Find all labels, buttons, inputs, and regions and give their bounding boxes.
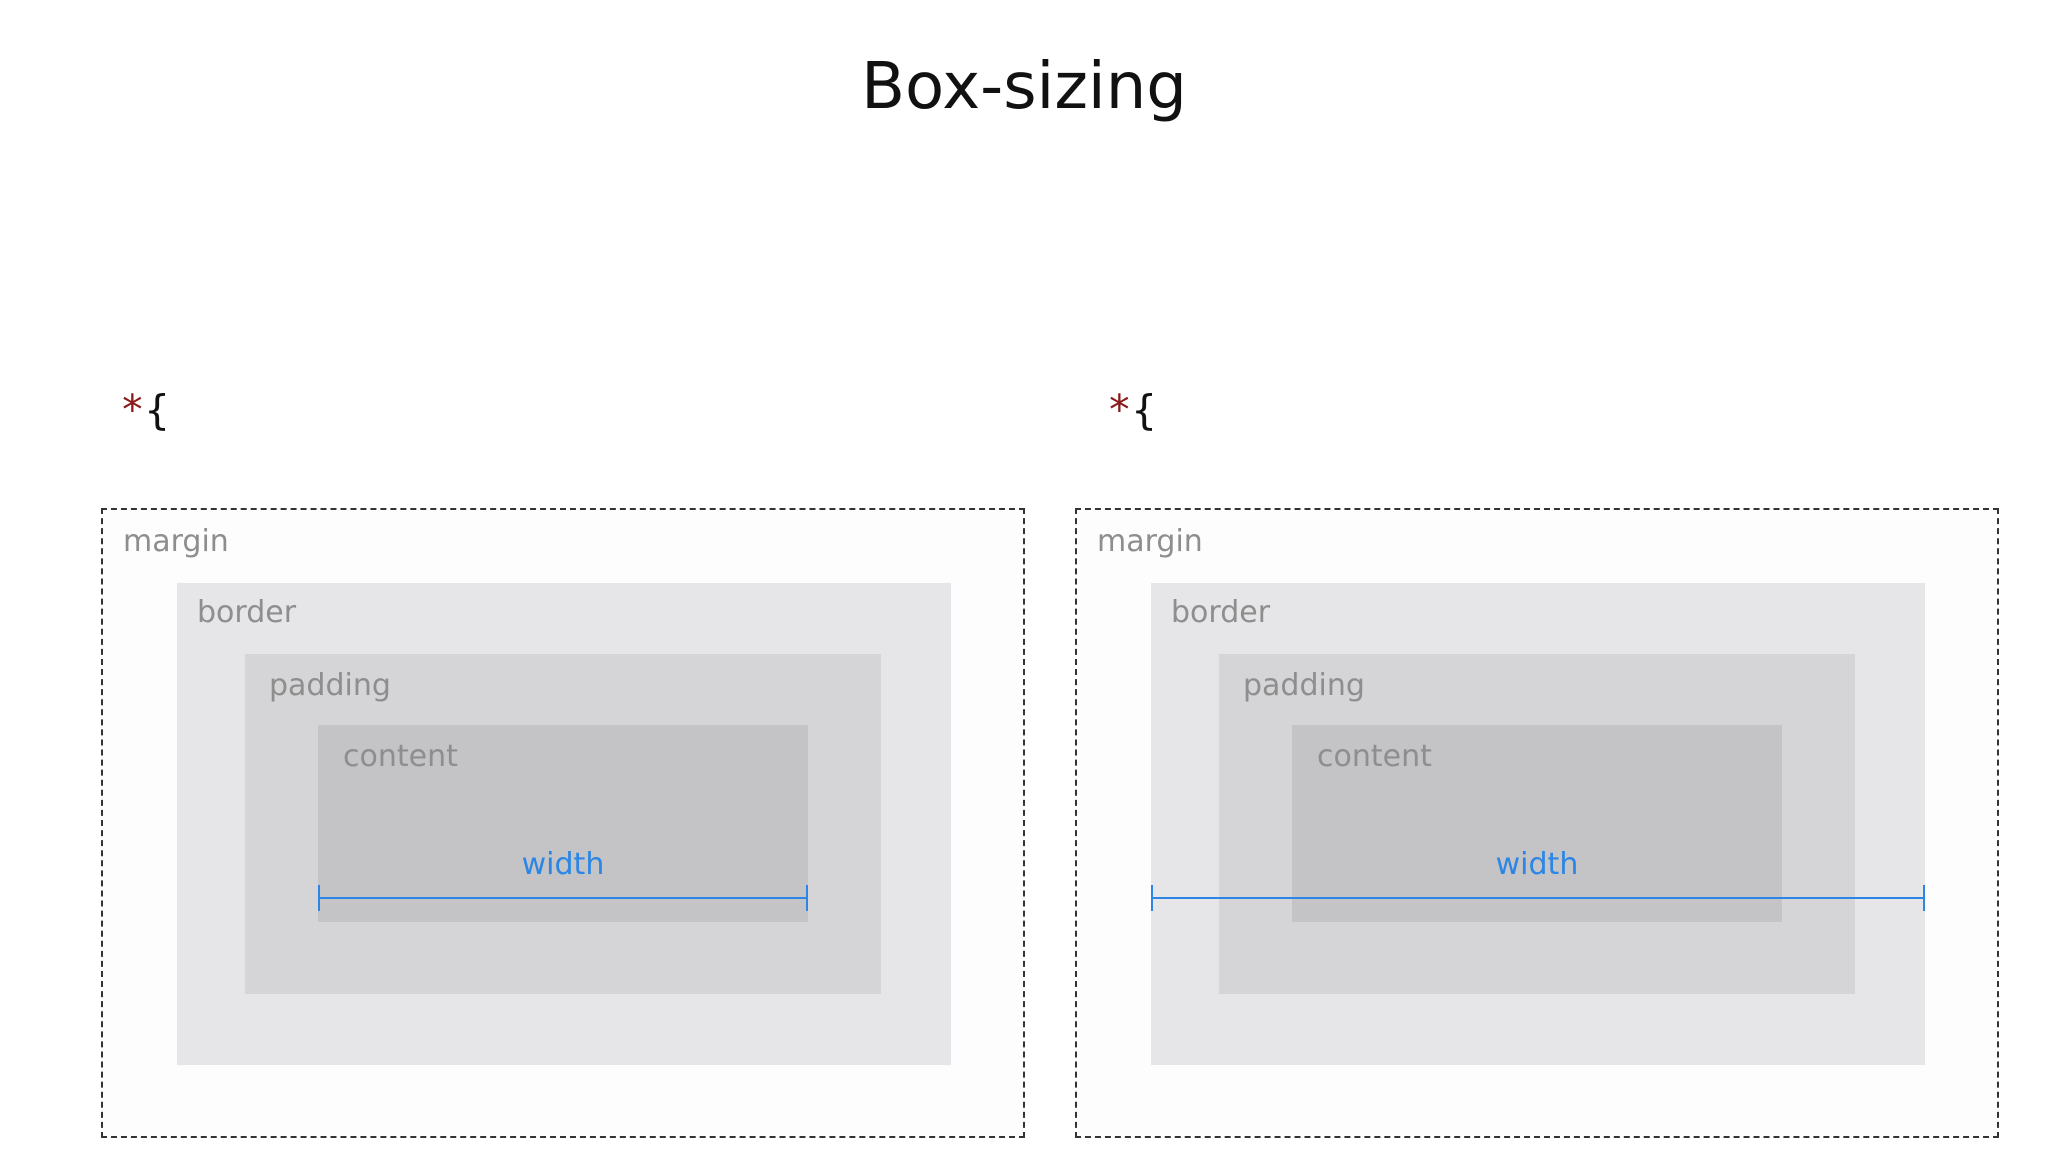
content-layer: content (318, 725, 808, 922)
content-layer: content (1292, 725, 1782, 922)
content-label: content (1317, 739, 1432, 774)
slide-title: Box-sizing (861, 50, 1187, 124)
padding-layer: padding content (1219, 654, 1855, 994)
border-label: border (1171, 595, 1271, 630)
width-measure-tick-right (1923, 885, 1925, 911)
margin-box-border-box: margin border padding content width (1075, 508, 1999, 1138)
width-measure-line (318, 897, 808, 899)
padding-label: padding (1243, 668, 1365, 703)
margin-box-content-box: margin border padding content width (101, 508, 1025, 1138)
width-measure-tick-right (806, 885, 808, 911)
width-label: width (1495, 847, 1579, 882)
content-label: content (343, 739, 458, 774)
width-label: width (521, 847, 605, 882)
border-layer: border padding content (177, 583, 951, 1065)
width-measure-line (1151, 897, 1925, 899)
code-selector: * (1107, 386, 1132, 434)
width-measure-tick-left (318, 885, 320, 911)
code-open-brace: { (144, 386, 170, 434)
code-open-brace: { (1131, 386, 1157, 434)
padding-layer: padding content (245, 654, 881, 994)
code-line-selector: *{ (120, 384, 806, 436)
border-label: border (197, 595, 297, 630)
margin-label: margin (1097, 524, 1203, 559)
code-line-selector: *{ (1107, 384, 1769, 436)
width-measure-tick-left (1151, 885, 1153, 911)
code-selector: * (120, 386, 145, 434)
border-layer: border padding content (1151, 583, 1925, 1065)
padding-label: padding (269, 668, 391, 703)
margin-label: margin (123, 524, 229, 559)
